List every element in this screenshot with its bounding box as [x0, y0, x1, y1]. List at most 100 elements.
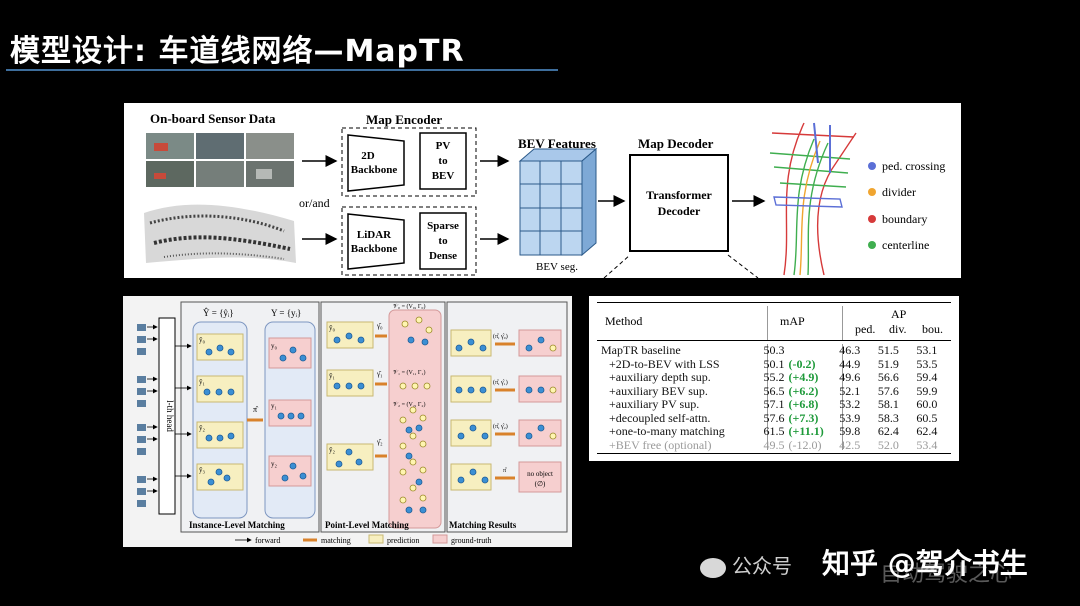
bev-features-title: BEV Features	[518, 136, 596, 151]
sensor-data-title: On-board Sensor Data	[150, 111, 276, 126]
point-set-0: 𝒱₀ = (V₀, Γ₀)	[393, 303, 425, 310]
camera-encoder-box	[341, 127, 477, 197]
row-map: 49.5(-12.0)	[760, 437, 836, 453]
row-map-gain: (+6.2)	[788, 383, 819, 398]
row-div: 57.6	[877, 383, 899, 398]
gt-item-2: y₂	[271, 460, 278, 468]
row-map: 50.3	[760, 343, 836, 358]
sparse-to-dense-line2: to	[438, 235, 448, 247]
legend-ped-crossing: ped. crossing	[882, 159, 945, 173]
header-ped: ped.	[855, 322, 876, 336]
row-ped: 53.9	[839, 410, 861, 425]
row-div: 58.1	[877, 397, 899, 411]
row-map-gain: (-0.2)	[788, 356, 816, 371]
legend-centerline-dot	[868, 241, 876, 249]
row-map-value: 57.6	[763, 410, 785, 425]
sparse-to-dense-box	[419, 212, 467, 270]
transformer-decoder-line1: Transformer	[646, 188, 712, 202]
result-pair-0: (π̂, γ̂₀)	[493, 333, 508, 340]
pv-to-bev-line1: PV	[436, 140, 451, 152]
result-pair-2: (π̂, γ̂₂)	[493, 423, 508, 430]
row-bou: 59.9	[916, 383, 938, 398]
legend-forward: forward	[255, 536, 280, 545]
row-div: 62.4	[877, 424, 899, 438]
legend-ped-crossing-dot	[868, 162, 876, 170]
pipeline-figure: On-board Sensor Data or/and Map Encoder	[124, 103, 961, 278]
header-div: div.	[889, 322, 907, 336]
row-bou: 59.4	[916, 370, 938, 384]
row-method: +auxiliary BEV sup.	[609, 383, 708, 398]
instance-pi-label: π̂	[253, 405, 259, 414]
legend-divider: divider	[882, 185, 916, 199]
row-bou: 53.5	[916, 356, 938, 371]
point-gamma-2: γ̂₂	[376, 438, 383, 446]
row-div: 52.0	[877, 437, 899, 452]
slide-title: 模型设计: 车道线网络—MapTR	[10, 34, 465, 69]
wechat-label: 公众号	[732, 554, 792, 578]
row-map-value: 56.5	[763, 383, 785, 398]
row-map-gain: (-12.0)	[788, 437, 822, 452]
camera-images	[146, 133, 294, 187]
no-object-line2: (∅)	[535, 480, 546, 488]
wechat-watermark: 公众号	[700, 550, 792, 579]
lidar-point-cloud	[144, 204, 296, 263]
row-map: 50.1(-0.2)	[760, 356, 836, 372]
row-ped: 59.8	[839, 424, 861, 438]
result-pred-boxes	[450, 329, 492, 491]
row-div: 56.6	[877, 370, 899, 384]
2d-backbone-line2: Backbone	[351, 164, 398, 176]
sub-watermark: 自动驾驶之心	[880, 562, 1013, 587]
title-underline	[6, 69, 558, 71]
legend-matching: matching	[321, 536, 351, 545]
row-bou: 60.5	[916, 410, 938, 425]
row-method: MapTR baseline	[601, 343, 681, 357]
lidar-encoder-box	[341, 206, 477, 276]
pred-set-label: Ŷ = {ŷᵢ}	[203, 308, 234, 318]
row-map-gain: (+4.9)	[788, 370, 819, 384]
row-map-gain: (+6.8)	[788, 397, 819, 411]
legend-ground-truth: ground-truth	[451, 536, 491, 545]
transformer-decoder-line2: Decoder	[658, 204, 701, 218]
map-decoder-title: Map Decoder	[638, 136, 714, 151]
row-map: 61.5(+11.1)	[760, 424, 836, 439]
row-bou: 53.4	[916, 437, 938, 452]
row-bou: 53.1	[916, 343, 938, 357]
table-row: +one-to-many matching 61.5(+11.1)59.8 62.4…	[597, 424, 951, 439]
legend-centerline: centerline	[882, 238, 929, 252]
pred-boxes	[196, 333, 244, 491]
pred-item-0: ŷ₀	[199, 336, 206, 344]
result-pair-1: (π̂, γ̂₁)	[493, 379, 508, 386]
row-method: +BEV free (optional)	[609, 437, 712, 452]
point-gamma-1: γ̂₁	[376, 370, 383, 378]
result-pair-3: π̂	[503, 468, 507, 474]
2d-backbone-line1: 2D	[361, 150, 375, 162]
row-map-value: 55.2	[763, 370, 785, 384]
pred-item-1: ŷ₁	[199, 378, 205, 386]
point-set-2: 𝒱₂ = (V₂, Γ₂)	[393, 401, 425, 408]
row-map-gain: (+11.1)	[788, 424, 824, 438]
row-method: +one-to-many matching	[609, 424, 725, 438]
row-bou: 62.4	[916, 424, 938, 438]
row-map-value: 57.1	[763, 397, 785, 411]
legend-divider-dot	[868, 188, 876, 196]
row-method: +2D-to-BEV with LSS	[609, 356, 720, 371]
row-method: +auxiliary depth sup.	[609, 370, 711, 384]
gt-set-label: Y = {yᵢ}	[271, 308, 301, 318]
no-object-line1: no object	[527, 470, 553, 478]
sparse-to-dense-line1: Sparse	[427, 220, 459, 232]
row-map-value: 50.3	[763, 343, 785, 357]
legend-prediction: prediction	[387, 536, 419, 545]
pv-to-bev-line2: to	[438, 155, 448, 167]
header-map: mAP	[780, 314, 805, 328]
row-map-value: 50.1	[763, 356, 785, 371]
row-bou: 60.0	[916, 397, 938, 411]
gt-item-0: y₀	[271, 342, 278, 350]
header-bou: bou.	[922, 322, 943, 336]
row-ped: 53.2	[839, 397, 861, 411]
sparse-to-dense-line3: Dense	[429, 250, 457, 262]
